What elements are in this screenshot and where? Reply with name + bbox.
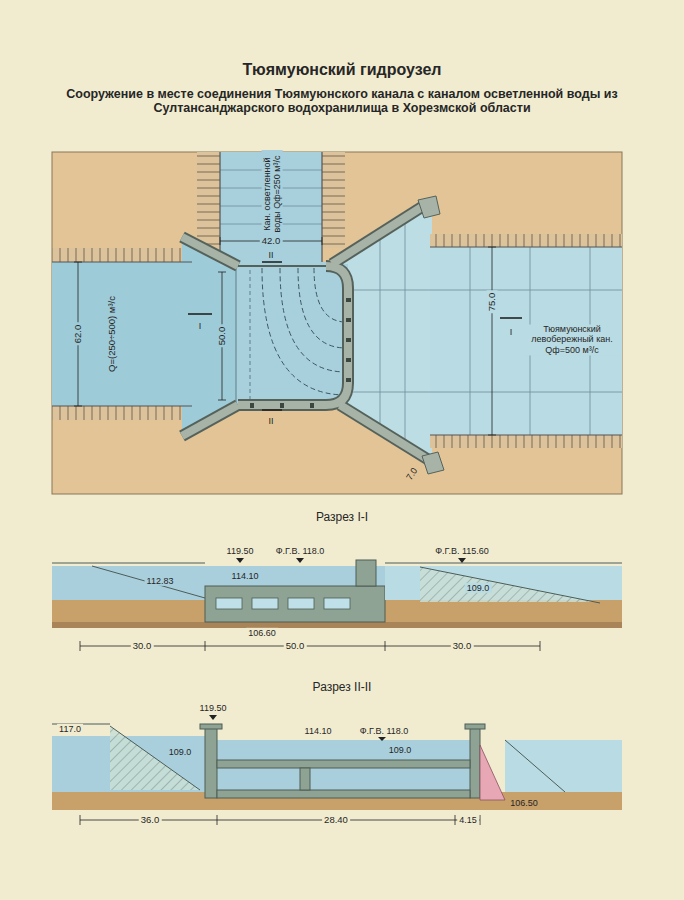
section-1 (52, 558, 622, 651)
section-mark: I (508, 327, 515, 337)
elevation: 109.0 (167, 747, 194, 757)
flow-label: Q=(250÷500) м³/с (107, 294, 118, 374)
subtitle: Сооружение в месте соединения Тюямуюнско… (35, 87, 649, 116)
water-level: Ф.Г.В. 118.0 (358, 726, 410, 736)
elevation: 106.60 (246, 628, 278, 638)
canal-label: Тюямуюнский левобережный кан. Qф=500 м³/… (524, 324, 620, 355)
dimension: 42.0 (260, 236, 283, 247)
elevation: 119.50 (198, 703, 229, 713)
dimension: 4.15 (457, 815, 479, 825)
elevation: 114.10 (303, 726, 334, 736)
dimension: 30.0 (451, 641, 474, 652)
elevation: 119.50 (225, 546, 256, 556)
section-2 (52, 715, 622, 825)
plan-view (52, 152, 622, 494)
elevation: 109.0 (387, 745, 414, 755)
section-mark: I (197, 321, 204, 331)
section-title: Разрез I-I (314, 511, 370, 525)
elevation: 109.0 (465, 583, 492, 593)
dimension: 7.0 (403, 464, 421, 483)
title: Тюямуюнский гидроузел (241, 61, 444, 79)
dimension: 75.0 (487, 291, 498, 314)
dimension: 50.0 (284, 641, 307, 652)
water-level: Ф.Г.В. 115.60 (433, 546, 490, 556)
water-level: Ф.Г.В. 118.0 (274, 546, 326, 556)
dimension: 36.0 (139, 815, 162, 826)
section-title: Разрез II-II (311, 681, 374, 695)
dimension: 50.0 (217, 325, 228, 348)
elevation: 117.0 (57, 724, 83, 734)
elevation: 106.50 (508, 798, 540, 808)
section-mark: II (266, 250, 275, 260)
dimension: 30.0 (131, 641, 154, 652)
section-mark: II (266, 416, 275, 426)
elevation: 114.10 (230, 571, 261, 581)
dimension: 28.40 (322, 815, 350, 826)
dimension: 62.0 (73, 323, 84, 346)
channel-label: Кан. осветленной воды Qф=250 м³/с (262, 150, 283, 238)
elevation: 112.83 (145, 576, 176, 586)
